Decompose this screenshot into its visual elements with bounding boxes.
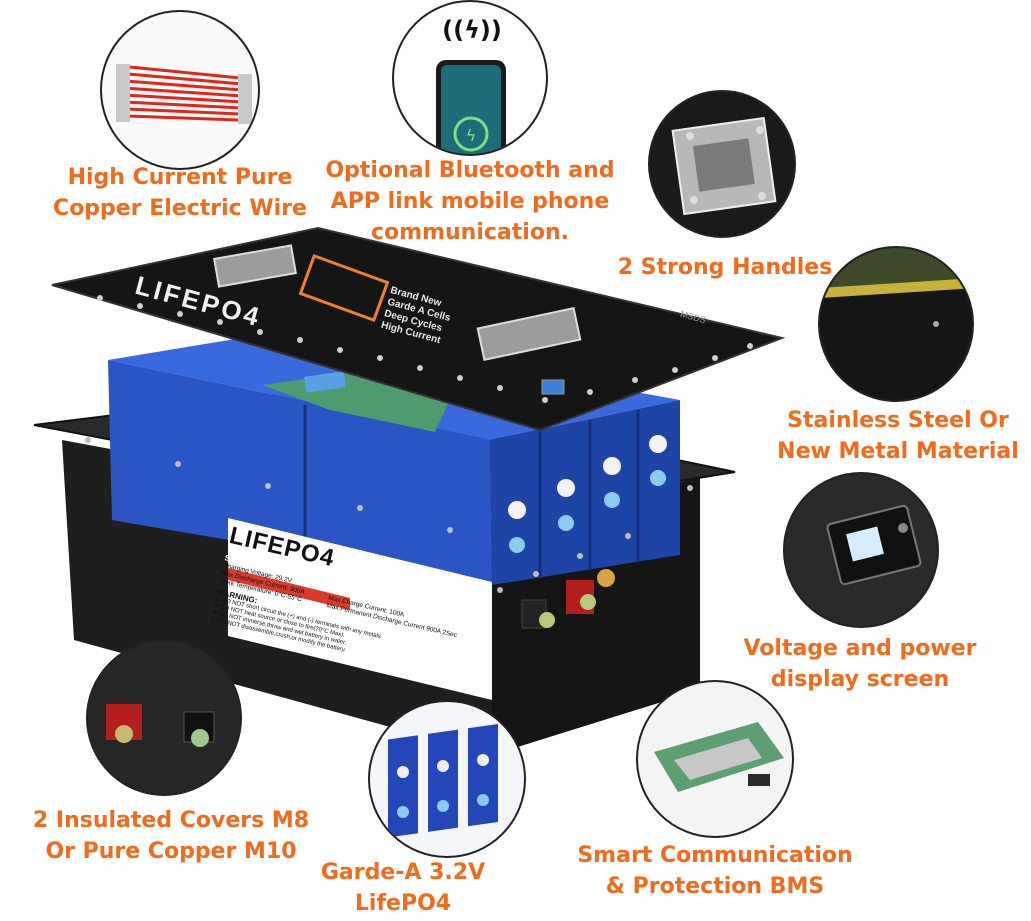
bms-caption: Smart Communication & Protection BMS bbox=[577, 843, 853, 899]
cells-left-face bbox=[108, 360, 492, 585]
handles-caption: 2 Strong Handles bbox=[617, 255, 833, 280]
phone-image: ((ϟ)) ϟ bbox=[436, 16, 506, 154]
front-terminals bbox=[521, 569, 615, 629]
wire-caption: High Current Pure Copper Electric Wire bbox=[53, 165, 307, 221]
bluetooth-caption: Optional Bluetooth and APP link mobile p… bbox=[325, 158, 615, 245]
label-panel bbox=[228, 518, 492, 700]
cells-photo-circle bbox=[368, 700, 526, 858]
wire-bundle-image bbox=[116, 64, 252, 124]
terminals-photo-circle bbox=[86, 640, 242, 796]
display-caption: Voltage and power display screen bbox=[743, 636, 977, 692]
bms-photo-circle bbox=[636, 680, 794, 838]
terminals-caption: 2 Insulated Covers M8 Or Pure Copper M10 bbox=[32, 808, 310, 864]
svg-text:ϟ: ϟ bbox=[466, 126, 477, 145]
cells-caption: Garde-A 3.2V LifePO4 bbox=[320, 860, 486, 916]
bluetooth-photo-circle: ((ϟ)) ϟ bbox=[392, 0, 548, 156]
lid-bolts bbox=[97, 295, 753, 403]
handle-image bbox=[671, 116, 777, 216]
lifepo4-cells-image bbox=[388, 724, 498, 838]
lid-handle-right bbox=[476, 306, 582, 362]
metal-corner-image bbox=[820, 248, 972, 400]
terminal-covers-image bbox=[88, 642, 240, 794]
display-photo-circle bbox=[783, 472, 939, 628]
material-caption: Stainless Steel Or New Metal Material bbox=[777, 408, 1019, 464]
cells-right-face bbox=[490, 400, 680, 585]
lid-display bbox=[541, 379, 565, 395]
display-screen-image bbox=[785, 474, 937, 626]
handle-photo-circle bbox=[648, 90, 796, 238]
wire-photo-circle bbox=[100, 10, 260, 170]
svg-text:((ϟ)): ((ϟ)) bbox=[442, 16, 502, 44]
cell-terminals bbox=[508, 435, 667, 553]
material-photo-circle bbox=[818, 246, 974, 402]
lid-handle-left bbox=[213, 244, 297, 288]
bms-board-image bbox=[654, 722, 784, 792]
